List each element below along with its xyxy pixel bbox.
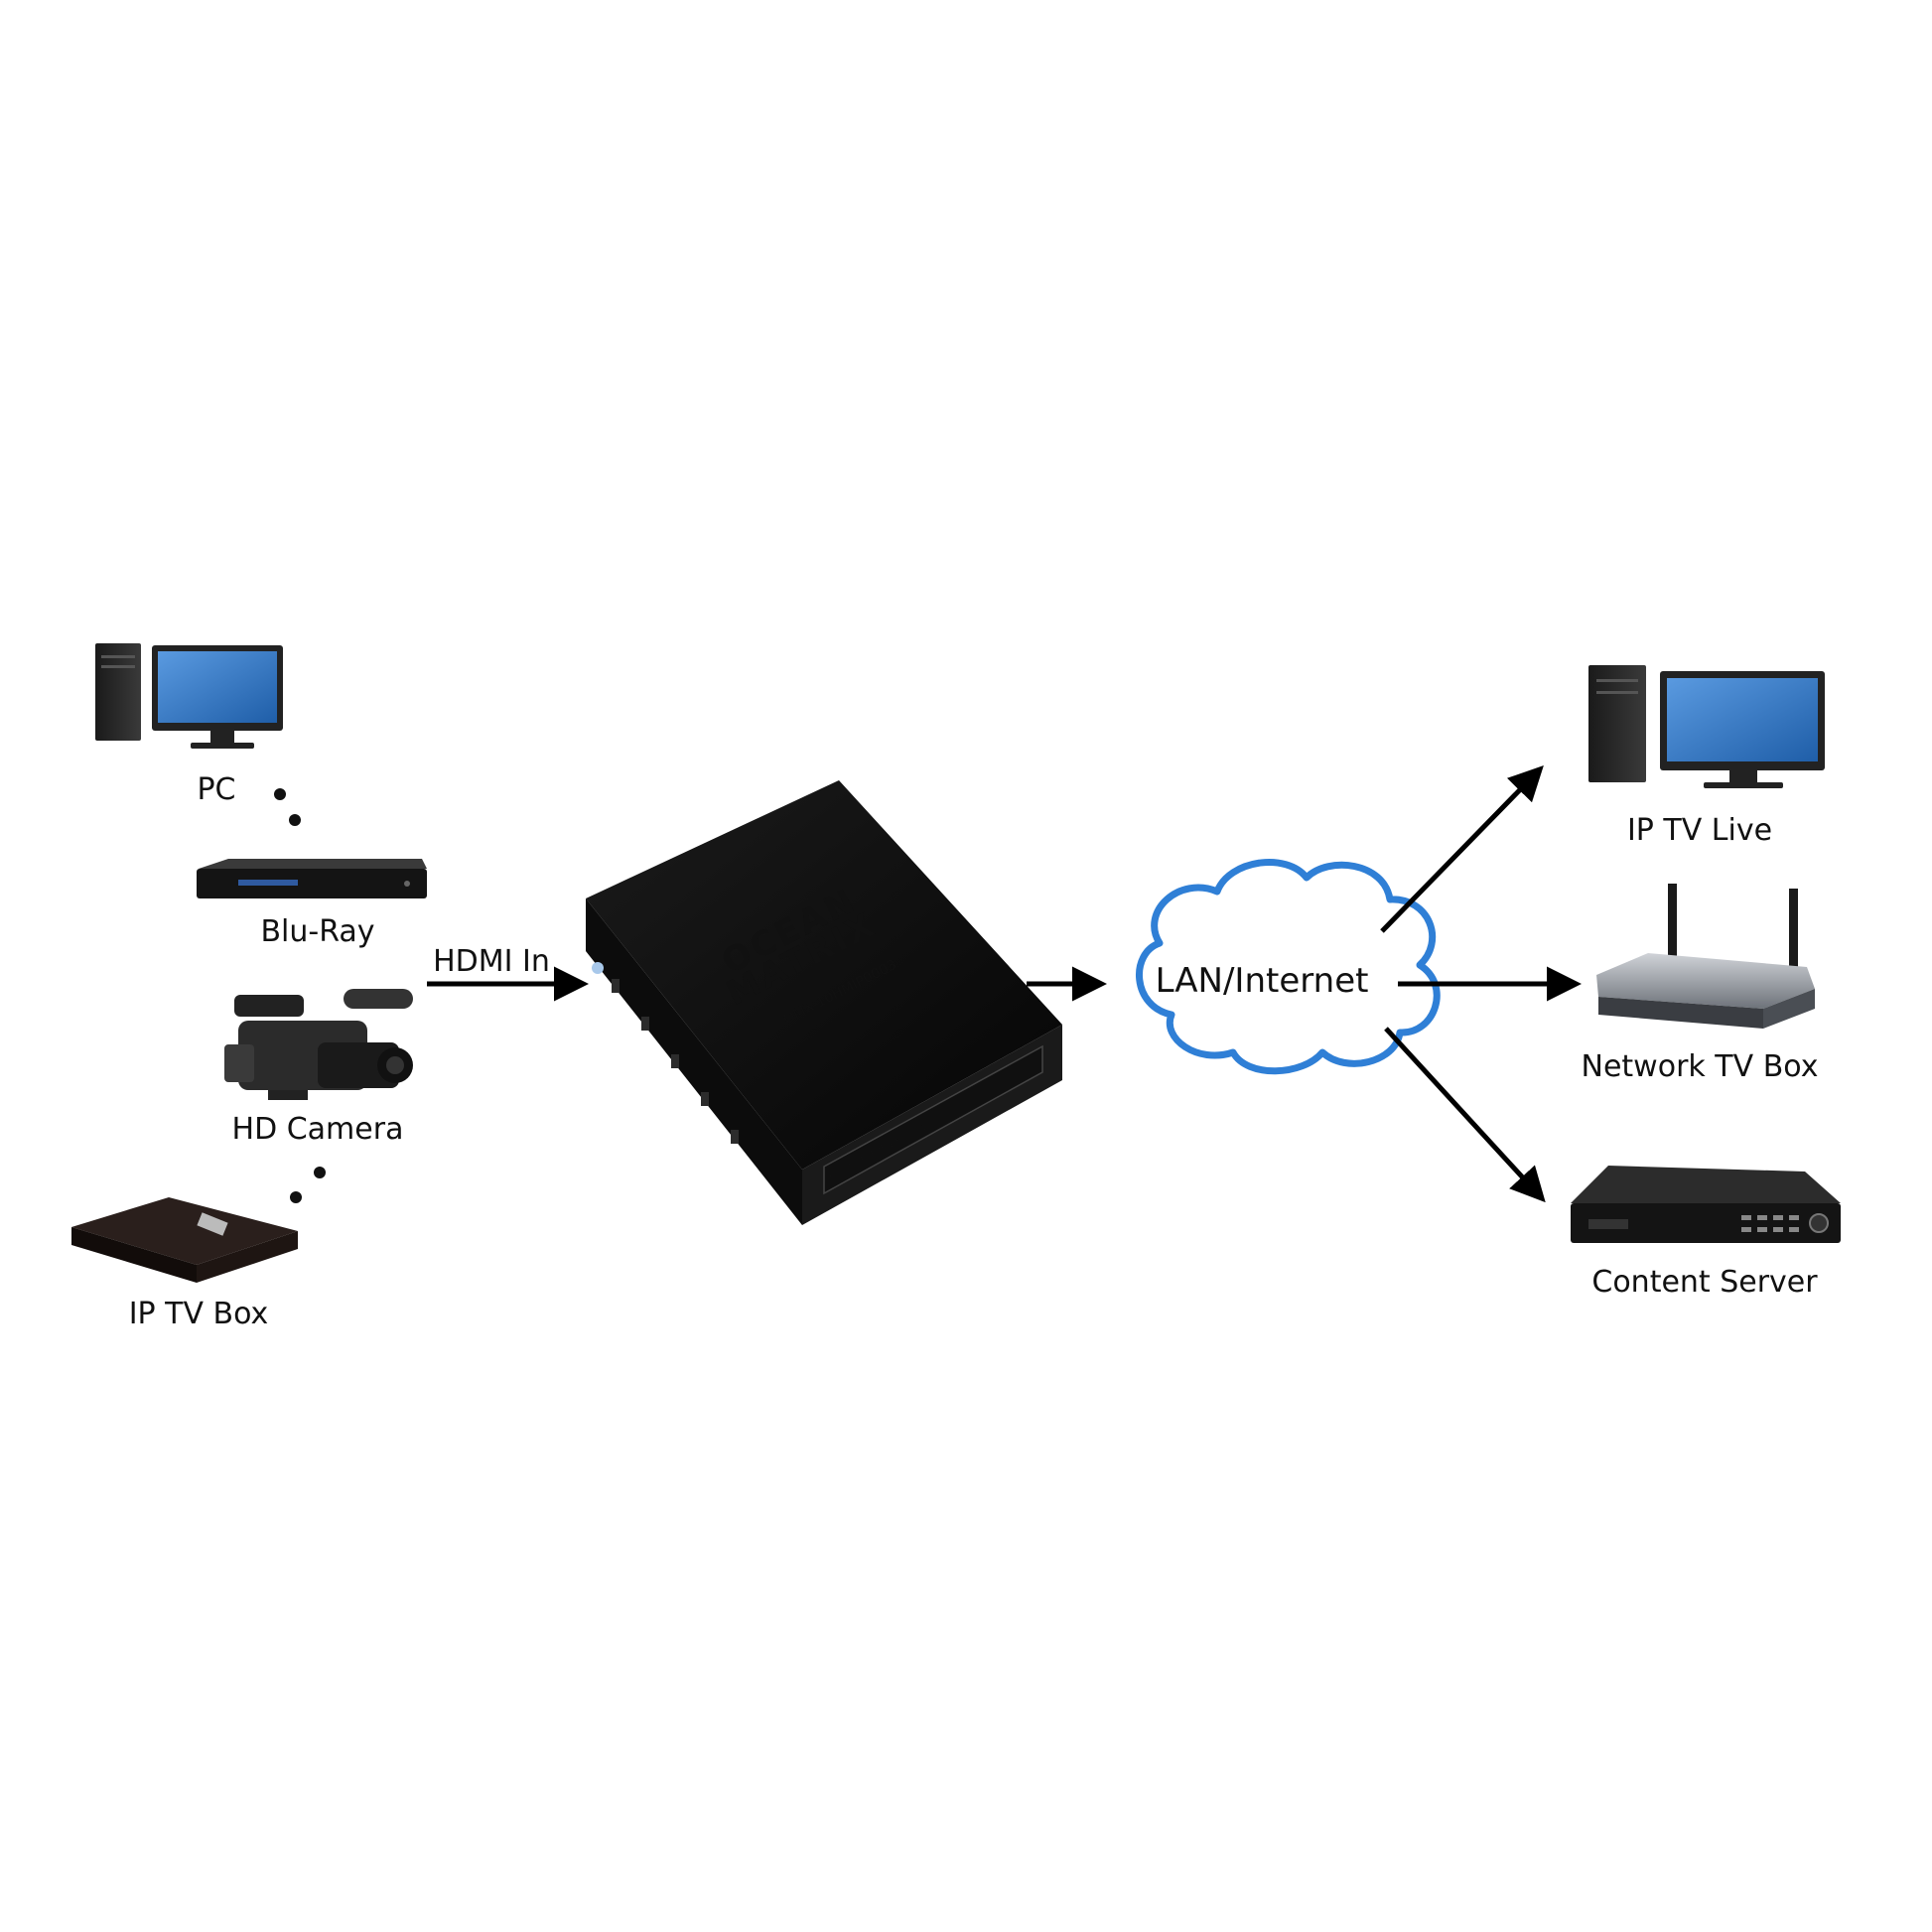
network-cloud: LAN/Internet [1136,858,1441,1075]
source-iptvbox: IP TV Box [71,1197,298,1331]
destination-label-iptvlive: IP TV Live [1627,813,1772,848]
destination-label-networktvbox: Network TV Box [1582,1049,1819,1084]
source-pc: PC [95,643,283,807]
iptv-settop-box-icon [71,1197,298,1283]
hdmi-encoder-icon [586,780,1062,1225]
cloud-icon [1136,858,1441,1075]
network-to-destination-arrows [1380,764,1582,1203]
wifi-router-icon [1596,884,1815,1029]
desktop-pc-icon [1588,665,1825,788]
encoder-device: OCEAN MATRIX OMX-10HMIP0003 Full HD HDMI… [586,780,1062,1225]
hdmi-input-arrow: HDMI In [427,944,589,1002]
hd-camera-icon [224,989,413,1100]
source-bluray: Blu-Ray [197,859,427,949]
bluray-player-icon [197,859,427,898]
destination-iptvlive: IP TV Live [1588,665,1825,848]
source-connector-dots [274,788,326,1203]
source-label-camera: HD Camera [232,1112,404,1147]
input-label: HDMI In [433,944,550,979]
desktop-pc-icon [95,643,283,749]
destination-label-contentserver: Content Server [1591,1265,1818,1300]
destination-contentserver: Content Server [1571,1166,1841,1300]
source-label-pc: PC [197,772,235,807]
network-label: LAN/Internet [1156,961,1369,1001]
source-label-iptvbox: IP TV Box [129,1297,269,1331]
dvr-server-icon [1571,1166,1841,1243]
source-camera: HD Camera [224,989,413,1147]
source-label-bluray: Blu-Ray [260,914,374,949]
destination-networktvbox: Network TV Box [1582,884,1819,1084]
